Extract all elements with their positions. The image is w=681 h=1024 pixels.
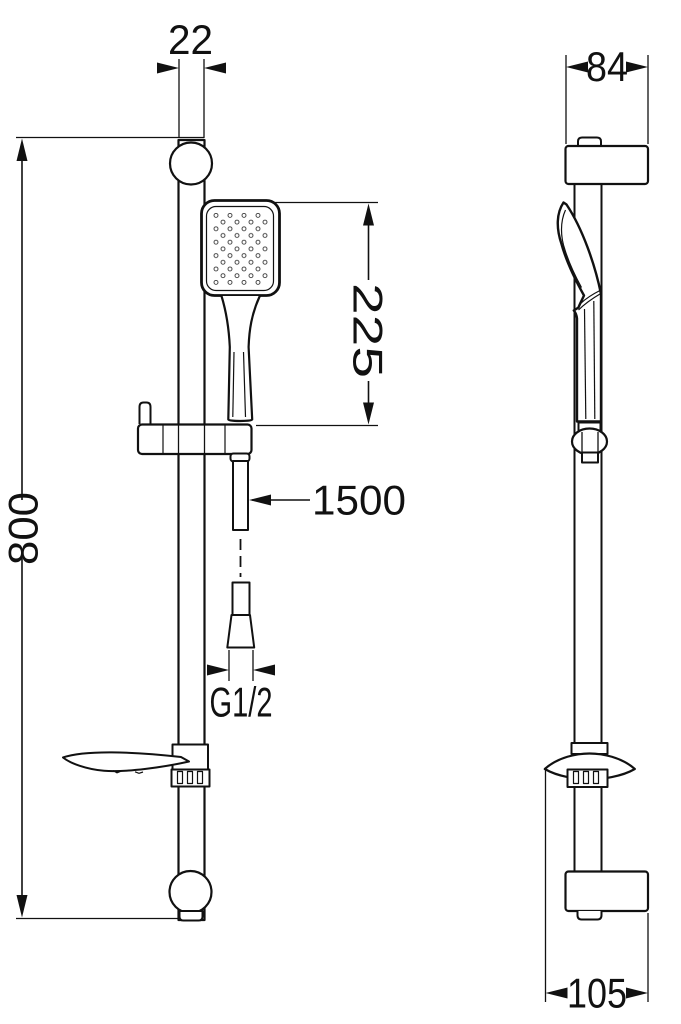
dim-rail-width: 22 bbox=[157, 16, 226, 138]
dim-label-rail-width: 22 bbox=[168, 16, 213, 63]
slider-holder bbox=[136, 401, 253, 456]
hose-end-section bbox=[231, 581, 251, 616]
arrowhead-left bbox=[253, 664, 275, 676]
arrowhead-left bbox=[545, 987, 568, 999]
arrowhead-up bbox=[363, 203, 374, 226]
dim-label-rail-height: 800 bbox=[0, 492, 47, 565]
holder-body bbox=[136, 423, 253, 456]
hand-shower-side-profile bbox=[556, 201, 603, 423]
slider-holder-side bbox=[570, 421, 609, 464]
dim-total-depth: 105 bbox=[544, 770, 649, 1017]
dim-shower-length: 225 bbox=[256, 201, 392, 427]
handle-crease-side bbox=[583, 308, 587, 420]
arrowhead-right bbox=[157, 62, 179, 74]
shower-blade-outline bbox=[556, 201, 603, 423]
arrowhead-left bbox=[249, 494, 271, 506]
rail-foot bbox=[178, 910, 204, 922]
spray-nozzles bbox=[212, 211, 269, 286]
bracket-tab bbox=[577, 136, 602, 146]
side-view: 84 bbox=[543, 43, 650, 1017]
arrowhead-right bbox=[626, 61, 648, 73]
handle-crease bbox=[242, 351, 247, 418]
hose-upper-section bbox=[232, 460, 249, 531]
arrowhead-right bbox=[207, 664, 229, 676]
dim-label-thread: G1/2 bbox=[210, 679, 273, 726]
collar-rib-slot bbox=[582, 770, 590, 785]
dim-label-hose-length: 1500 bbox=[312, 477, 406, 524]
soap-dish-front bbox=[62, 743, 211, 788]
collar-rib-slot bbox=[592, 770, 600, 785]
arrowhead-up bbox=[16, 138, 28, 161]
dim-label-total-depth: 105 bbox=[567, 970, 627, 1017]
blade-inner-line bbox=[560, 209, 583, 288]
dim-thread: G1/2 bbox=[207, 650, 275, 726]
wall-bracket-bottom bbox=[564, 870, 650, 921]
dish-notch bbox=[134, 771, 144, 774]
blade-bend-crease bbox=[578, 292, 602, 311]
hand-shower bbox=[200, 199, 281, 423]
wall-mount-bottom bbox=[168, 869, 213, 915]
collar-rib-slot bbox=[196, 770, 204, 785]
blade-bend-crease bbox=[580, 289, 601, 304]
handle-crease-side bbox=[593, 300, 596, 420]
arrowhead-left bbox=[204, 62, 226, 74]
bracket-tab bbox=[576, 911, 603, 921]
bracket-body bbox=[564, 870, 650, 913]
dim-label-bracket-depth: 84 bbox=[586, 43, 628, 90]
shower-hose bbox=[226, 452, 256, 649]
arrowhead-down bbox=[16, 895, 28, 918]
collar-rib-slot bbox=[186, 770, 194, 785]
holder-knob bbox=[570, 427, 609, 456]
collar-rib-slot bbox=[572, 770, 580, 785]
spray-plate bbox=[205, 205, 275, 292]
wall-mount-top bbox=[168, 141, 214, 186]
holder-lock-lever bbox=[138, 401, 152, 424]
bracket-body bbox=[564, 144, 650, 186]
arrowhead-down bbox=[363, 402, 374, 425]
soap-dish-side bbox=[543, 742, 636, 788]
dish-collar-ribbed bbox=[170, 768, 211, 788]
collar-rib-slot bbox=[176, 770, 184, 785]
dish-notch bbox=[112, 769, 122, 774]
dim-label-shower-length: 225 bbox=[345, 283, 392, 378]
arrowhead-left bbox=[566, 61, 588, 73]
shower-handle bbox=[220, 295, 261, 423]
soap-dish-tray bbox=[62, 751, 190, 773]
dim-rail-height: 800 bbox=[0, 136, 204, 920]
dim-bracket-depth: 84 bbox=[565, 43, 649, 144]
arrowhead-right bbox=[626, 987, 648, 999]
hose-connector-cone bbox=[226, 614, 256, 649]
dish-collar-upper-side bbox=[570, 742, 609, 755]
front-view: 800 22 bbox=[0, 16, 406, 922]
wall-bracket-top bbox=[564, 136, 650, 186]
holder-bottom-side bbox=[581, 451, 599, 464]
handle-crease bbox=[232, 351, 235, 418]
dish-collar-ribbed-side bbox=[566, 768, 609, 788]
dim-hose-length: 1500 bbox=[249, 477, 406, 524]
